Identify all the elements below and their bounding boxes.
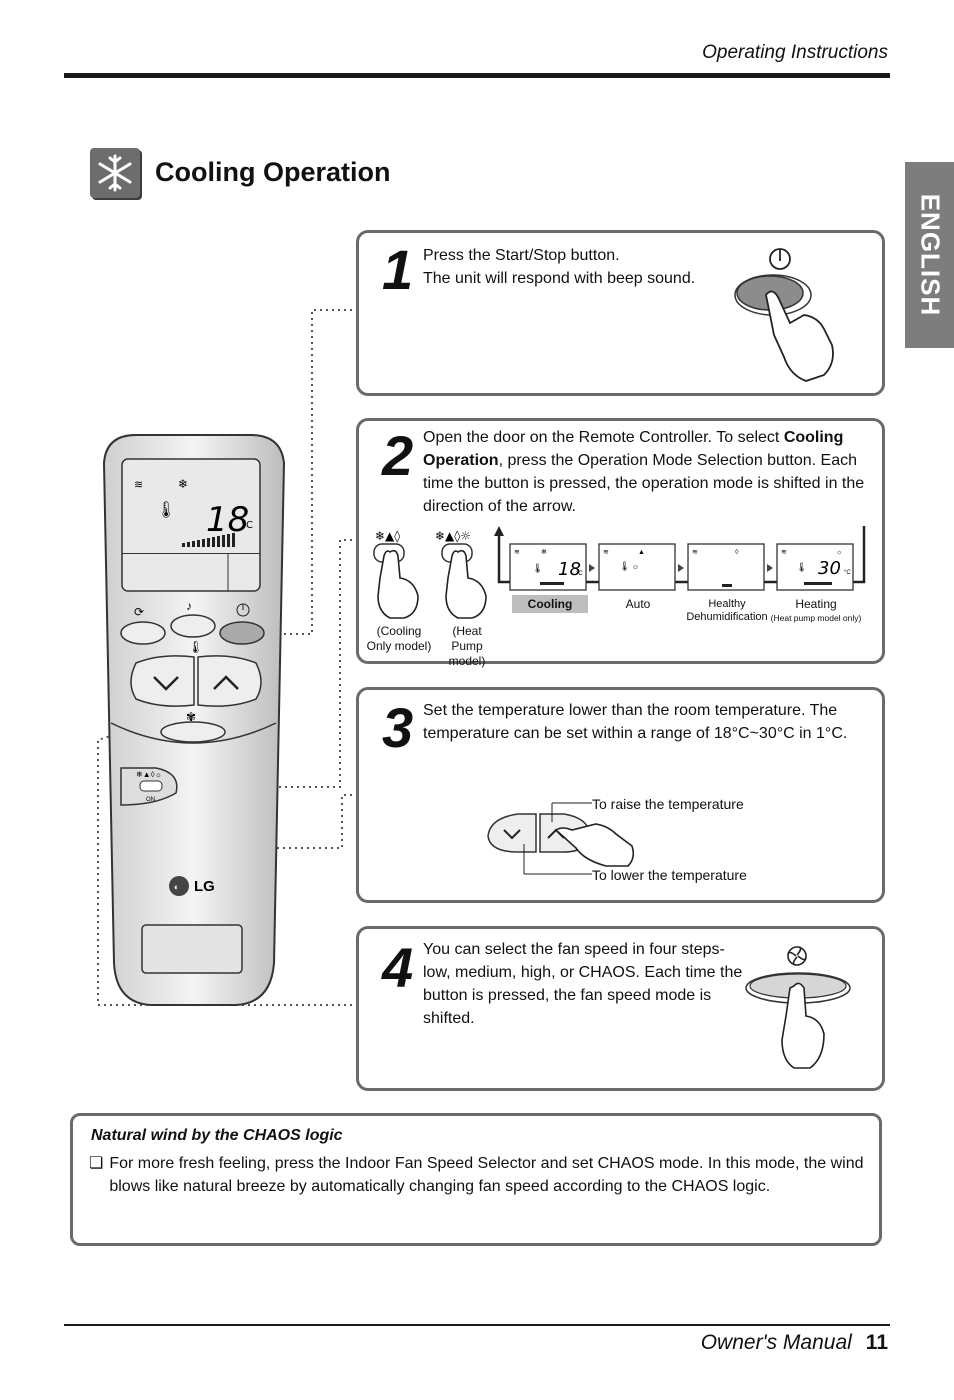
- step-2-text-a: Open the door on the Remote Controller. …: [423, 429, 784, 446]
- mode-sequence: ≋❄ 🌡 18 °C ≋▲ 🌡☺ ≋◊ ≋☼ 🌡 30 °C: [494, 526, 866, 591]
- remote-display-temp: 18: [206, 500, 249, 540]
- svg-text:🌡: 🌡: [188, 640, 203, 654]
- svg-text:❄: ❄: [541, 548, 547, 556]
- heat-pump-label: (Heat Pump model): [448, 624, 486, 668]
- svg-text:❄▲◊: ❄▲◊: [375, 529, 400, 543]
- step-4-text: You can select the fan speed in four ste…: [423, 941, 743, 1027]
- mode-cycle-arrow: [497, 526, 866, 584]
- mode-display-auto: ≋ ▲ 🌡☺: [598, 543, 676, 591]
- mode-display-cooling: ≋ ❄ 🌡 18 °C: [509, 543, 587, 591]
- remote-brand-logo: LG: [194, 878, 215, 895]
- start-stop-press-illustration: [734, 248, 834, 382]
- down-arrow-icon: [503, 829, 521, 840]
- step-4-number: 4: [382, 936, 414, 999]
- mode-label-auto: Auto: [625, 597, 651, 611]
- step-1-line-1: Press the Start/Stop button.: [423, 247, 620, 264]
- svg-text:°C: °C: [844, 570, 851, 576]
- step-2-number: 2: [382, 424, 414, 487]
- mode-label-heating: Heating: [795, 597, 837, 611]
- step-2-text-b: , press the Operation Mode Selection but…: [423, 452, 865, 515]
- remote-controller: ≋ ❄ 🌡 18 °C ⟳ ♪ 🌡 ✾ ❄▲◊☼ ON ◐ LG: [102, 434, 286, 1006]
- mode-display-dehumidification: ≋◊: [687, 543, 765, 591]
- svg-text:◐: ◐: [174, 882, 179, 892]
- step-1-text: Press the Start/Stop button. The unit wi…: [423, 244, 695, 290]
- footer: Owner's Manual 11: [701, 1331, 888, 1355]
- svg-text:❄▲◊☼: ❄▲◊☼: [435, 529, 471, 543]
- svg-text:🌡: 🌡: [532, 563, 543, 573]
- fan-icon: [787, 946, 807, 966]
- mode-button-illustrations: ❄▲◊ ❄▲◊☼: [373, 529, 487, 619]
- svg-text:☺: ☺: [632, 564, 639, 571]
- svg-text:≋: ≋: [514, 549, 520, 556]
- remote-switch-label: ON: [146, 797, 155, 803]
- svg-text:≋: ≋: [781, 549, 787, 556]
- running-header: Operating Instructions: [702, 42, 888, 63]
- mode-display-heating: ≋ ☼ 🌡 30 °C: [776, 543, 854, 591]
- bullet-box-icon: ❏: [89, 1155, 104, 1172]
- footer-manual-title: Owner's Manual: [700, 1331, 852, 1354]
- svg-text:🌡: 🌡: [156, 500, 176, 519]
- svg-text:▲: ▲: [638, 549, 645, 556]
- header-rule: [64, 73, 890, 78]
- mode-label-dehumidification: Healthy Dehumidification: [686, 598, 768, 623]
- svg-text:❄▲◊☼: ❄▲◊☼: [136, 770, 162, 779]
- step-1-line-2: The unit will respond with beep sound.: [423, 270, 696, 287]
- language-tab-label: ENGLISH: [915, 193, 945, 317]
- chaos-note-title: Natural wind by the CHAOS logic: [91, 1127, 343, 1144]
- svg-text:❄: ❄: [178, 477, 188, 491]
- svg-text:🌡: 🌡: [796, 562, 807, 572]
- svg-text:≋: ≋: [603, 549, 609, 556]
- svg-text:♪: ♪: [186, 599, 192, 613]
- step-3-box: [356, 687, 885, 903]
- lower-temperature-label: To lower the temperature: [592, 867, 747, 883]
- svg-text:30: 30: [818, 558, 841, 579]
- temperature-buttons-illustration: [487, 802, 635, 875]
- section-title: Cooling Operation: [155, 157, 391, 187]
- svg-text:✾: ✾: [186, 710, 196, 724]
- raise-temperature-label: To raise the temperature: [592, 796, 744, 812]
- step-2-text-bold: Cooling Operation: [423, 429, 844, 469]
- step-3-text: Set the temperature lower than the room …: [423, 702, 848, 742]
- svg-text:18: 18: [558, 559, 581, 580]
- chaos-note-text: For more fresh feeling, press the Indoor…: [109, 1155, 864, 1195]
- svg-text:≋: ≋: [692, 549, 698, 556]
- step-1-number: 1: [382, 238, 414, 301]
- fan-speed-press-illustration: [745, 946, 851, 1069]
- svg-text:⟳: ⟳: [134, 605, 144, 619]
- chaos-note-box: [70, 1113, 882, 1246]
- language-tab: ENGLISH: [905, 162, 954, 348]
- svg-text:◊: ◊: [735, 549, 739, 556]
- step-2-box: [356, 418, 885, 664]
- svg-text:☼: ☼: [836, 549, 842, 556]
- step-2-text: Open the door on the Remote Controller. …: [423, 426, 873, 518]
- page-number: 11: [865, 1331, 888, 1354]
- svg-text:°C: °C: [241, 520, 253, 531]
- cooling-only-label: (Cooling Only model): [366, 624, 432, 653]
- svg-text:≋: ≋: [134, 478, 143, 491]
- mode-label-cooling: Cooling: [512, 595, 588, 613]
- step-3-number: 3: [382, 696, 414, 759]
- footer-rule: [64, 1324, 890, 1326]
- snowflake-icon: [90, 148, 140, 198]
- mode-label-heating-note: (Heat pump model only): [770, 613, 862, 623]
- chaos-note-body: ❏ For more fresh feeling, press the Indo…: [89, 1152, 874, 1198]
- svg-text:🌡: 🌡: [619, 561, 630, 571]
- svg-text:°C: °C: [576, 571, 583, 577]
